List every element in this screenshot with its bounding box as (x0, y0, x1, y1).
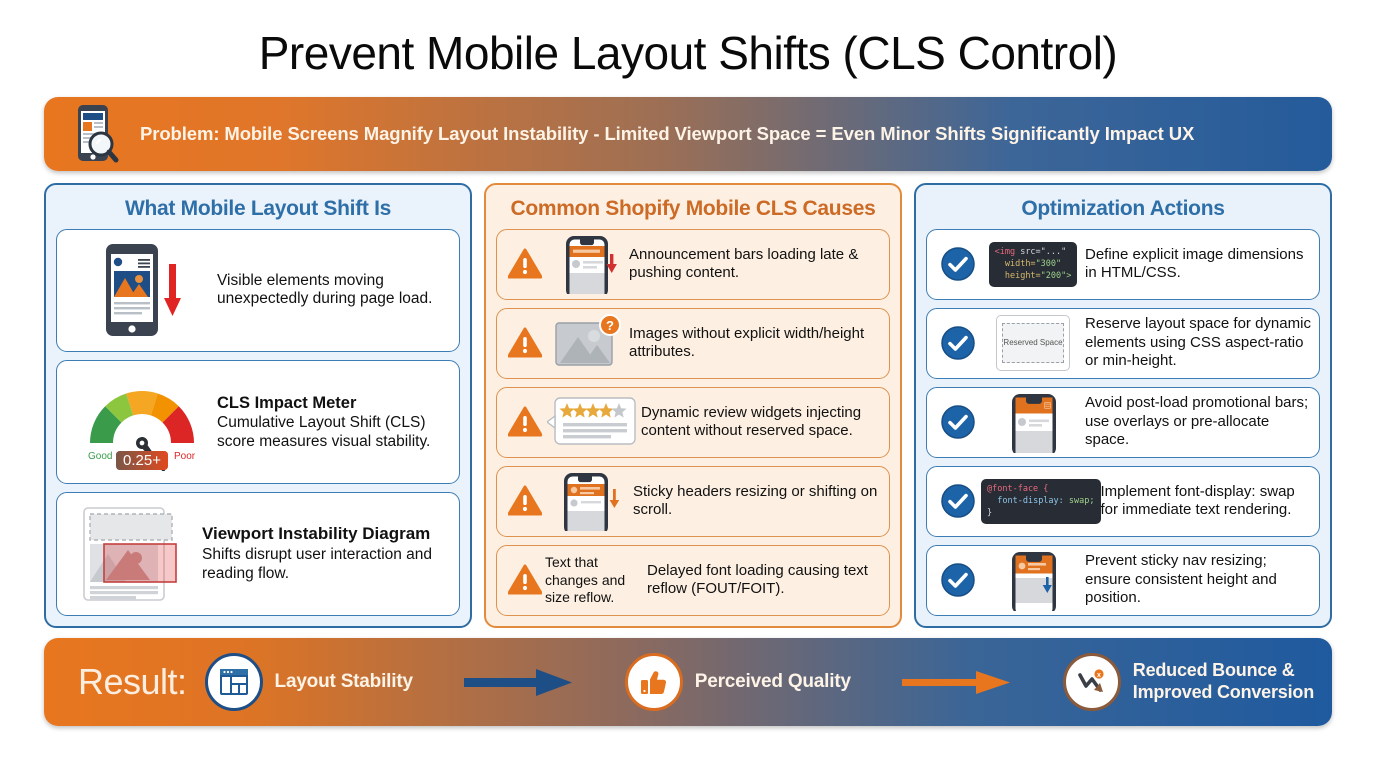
svg-text:x: x (1097, 672, 1101, 679)
card-text: Define explicit image dimensions in HTML… (1085, 245, 1304, 282)
card-text: Images without explicit width/height att… (629, 324, 865, 361)
reserved-space-box-icon: Reserved Space (981, 315, 1085, 372)
action-reserve-layout-space[interactable]: Reserved Space Reserve layout space for … (926, 307, 1320, 379)
result-text: Layout Stability (274, 670, 413, 692)
result-item-perceived-quality: Perceived Quality (624, 652, 851, 711)
column-common-cls-causes: Common Shopify Mobile CLS Causes (484, 182, 902, 628)
card-body: Cumulative Layout Shift (CLS) score meas… (217, 413, 431, 450)
card-text: Avoid post-load promotional bars; use ov… (1085, 394, 1309, 449)
code-snippet-img-dimensions: <img src="..." width="300" height="200"> (981, 241, 1085, 287)
result-text-line1: Reduced Bounce & (1132, 660, 1295, 681)
column-heading-left: What Mobile Layout Shift Is (124, 196, 392, 220)
reserved-space-label: Reserved Space (1002, 323, 1064, 364)
image-unknown-size-icon: ? (545, 313, 629, 373)
code-line2-val: "300" (1035, 258, 1062, 269)
result-item-layout-stability: Layout Stability (204, 652, 413, 711)
column-optimization-actions: Optimization Actions <img src="..." widt… (914, 182, 1332, 628)
result-text-multiline: Reduced Bounce & Improved Conversion (1133, 660, 1314, 702)
column-heading-middle: Common Shopify Mobile CLS Causes (510, 196, 876, 220)
problem-text: Problem: Mobile Screens Magnify Layout I… (140, 122, 1195, 144)
result-text-line2: Improved Conversion (1132, 681, 1315, 702)
check-circle-icon (935, 246, 981, 282)
code2-line2-prop: font-display: (997, 495, 1064, 506)
page-title: Prevent Mobile Layout Shifts (CLS Contro… (258, 27, 1118, 79)
check-circle-icon (935, 562, 981, 598)
card-text-block: CLS Impact Meter Cumulative Layout Shift… (217, 393, 449, 452)
code-snippet-font-display: @font-face { font-display: swap; } (981, 478, 1101, 524)
column-heading-right: Optimization Actions (1021, 196, 1225, 220)
card-title: Viewport Instability Diagram (202, 524, 431, 543)
card-text: Dynamic review widgets injecting content… (641, 403, 862, 440)
thumbs-up-icon (624, 652, 683, 711)
code-chip: <img src="..." width="300" height="200"> (988, 241, 1078, 287)
viewport-instability-diagram-icon (67, 502, 202, 606)
three-column-grid: What Mobile Layout Shift Is (44, 182, 1332, 628)
result-text: Perceived Quality (694, 670, 851, 692)
gauge-poor-label: Poor (174, 451, 196, 462)
svg-text:?: ? (606, 318, 614, 333)
result-label: Result: (78, 660, 187, 702)
card-text: Prevent sticky nav resizing; ensure cons… (1085, 552, 1277, 607)
card-text: Visible elements moving unexpectedly dur… (217, 271, 433, 308)
card-text: Implement font-display: swap for immedia… (1100, 482, 1295, 519)
code-line3-attr: height= (1004, 271, 1041, 282)
warning-triangle-icon (505, 485, 545, 517)
layout-grid-icon (204, 652, 263, 711)
arrow-orange (851, 668, 1063, 696)
result-item-reduced-bounce: x Reduced Bounce & Improved Conversion (1062, 652, 1314, 711)
card-title: CLS Impact Meter (217, 393, 357, 412)
arrow-blue (413, 668, 625, 696)
cls-gauge-icon: Good Poor 0.25+ (67, 373, 217, 472)
code-chip: @font-face { font-display: swap; } (981, 478, 1101, 524)
card-announcement-bars[interactable]: Announcement bars loading late & pushing… (496, 228, 890, 300)
column-what-layout-shift-is: What Mobile Layout Shift Is (44, 182, 472, 628)
card-body: Shifts disrupt user interaction and read… (202, 545, 433, 582)
card-viewport-instability-diagram[interactable]: Viewport Instability Diagram Shifts disr… (56, 491, 460, 616)
review-widget-stars-icon (545, 394, 641, 450)
gauge-good-label: Good (88, 451, 112, 462)
code2-line2-val: swap; (1063, 495, 1095, 506)
bounce-rate-down-icon: x (1062, 652, 1121, 711)
card-text: Sticky headers resizing or shifting on s… (633, 482, 878, 519)
code2-line1: @font-face { (987, 483, 1049, 494)
phone-promo-bar-icon (981, 391, 1085, 454)
card-text: Announcement bars loading late & pushing… (629, 245, 859, 282)
action-prevent-sticky-nav-resizing[interactable]: Prevent sticky nav resizing; ensure cons… (926, 544, 1320, 616)
check-circle-icon (935, 325, 981, 361)
card-text: Delayed font loading causing text reflow… (647, 561, 868, 598)
check-circle-icon (935, 404, 981, 440)
text-reflow-label: Text that changes and size reflow. (545, 554, 626, 605)
phone-shift-down-icon (67, 240, 217, 340)
card-visible-elements-moving[interactable]: Visible elements moving unexpectedly dur… (56, 228, 460, 353)
action-font-display-swap[interactable]: @font-face { font-display: swap; } Imple… (926, 465, 1320, 537)
gauge-score-label: 0.25+ (123, 452, 161, 469)
action-define-image-dimensions[interactable]: <img src="..." width="300" height="200">… (926, 228, 1320, 300)
phone-sticky-nav-icon (981, 549, 1085, 612)
code-line1-rest: src="..." (1015, 246, 1067, 257)
phone-announcement-bar-icon (545, 234, 629, 295)
warning-triangle-icon (505, 564, 545, 596)
warning-triangle-icon (505, 327, 545, 359)
check-circle-icon (935, 483, 981, 519)
warning-triangle-icon (505, 248, 545, 280)
card-text-block: Viewport Instability Diagram Shifts disr… (202, 524, 449, 584)
mobile-magnifier-icon (44, 102, 140, 166)
card-delayed-font-loading[interactable]: Text that changes and size reflow. Delay… (496, 544, 890, 616)
code-line2-attr: width= (1004, 258, 1036, 269)
card-review-widgets[interactable]: Dynamic review widgets injecting content… (496, 386, 890, 458)
result-banner: Result: Layout Stability (44, 637, 1332, 726)
card-cls-impact-meter[interactable]: Good Poor 0.25+ CLS Impact Meter Cum (56, 360, 460, 484)
warning-triangle-icon (505, 406, 545, 438)
code-line1-tag: <img (994, 246, 1016, 257)
code2-line3: } (987, 508, 993, 519)
phone-sticky-header-icon (545, 471, 633, 532)
action-avoid-promo-bars[interactable]: Avoid post-load promotional bars; use ov… (926, 386, 1320, 458)
card-text: Reserve layout space for dynamic element… (1085, 315, 1311, 370)
card-images-without-dimensions[interactable]: ? Images without explicit width/height a… (496, 307, 890, 379)
code-line3-val: "200"> (1040, 271, 1072, 282)
problem-banner: Problem: Mobile Screens Magnify Layout I… (44, 96, 1332, 171)
reserved-space-frame: Reserved Space (996, 315, 1070, 372)
card-sticky-headers[interactable]: Sticky headers resizing or shifting on s… (496, 465, 890, 537)
